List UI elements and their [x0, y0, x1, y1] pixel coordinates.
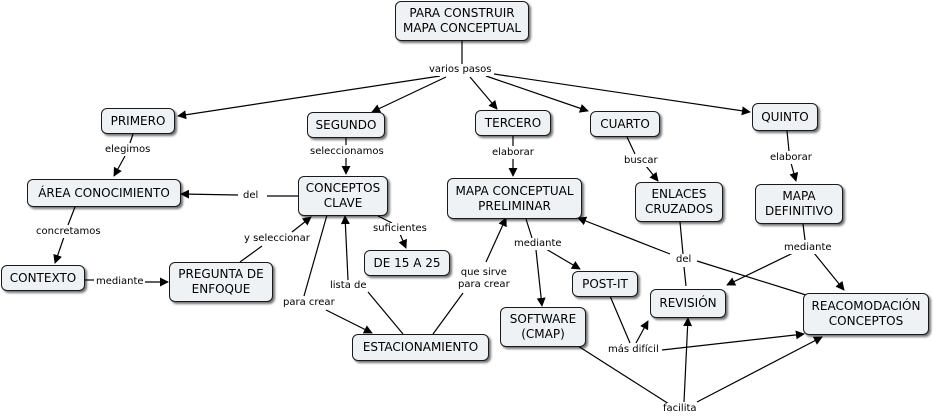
link-elaborar-quinto: elaborar	[769, 152, 813, 164]
concept-enlaces-cruzados[interactable]: ENLACES CRUZADOS	[635, 182, 723, 222]
concept-estacionamiento[interactable]: ESTACIONAMIENTO	[352, 334, 489, 361]
concept-tercero[interactable]: TERCERO	[475, 110, 551, 136]
link-concretamos: concretamos	[35, 226, 102, 238]
link-elaborar-tercero: elaborar	[491, 147, 535, 159]
link-mas-dificil: más difícil	[607, 344, 660, 356]
concept-conceptos-clave[interactable]: CONCEPTOS CLAVE	[298, 176, 388, 216]
concept-software-cmap[interactable]: SOFTWARE (CMAP)	[500, 307, 586, 347]
concept-cuarto[interactable]: CUARTO	[590, 111, 660, 137]
concept-area-conocimiento[interactable]: ÁREA CONOCIMIENTO	[27, 179, 181, 207]
link-del-enlaces: del	[675, 254, 693, 266]
link-mediante-mapa: mediante	[513, 238, 563, 250]
link-del-area: del	[242, 190, 260, 202]
concept-post-it[interactable]: POST-IT	[572, 271, 638, 297]
concept-root[interactable]: PARA CONSTRUIR MAPA CONCEPTUAL	[395, 1, 529, 41]
link-buscar: buscar	[623, 155, 659, 167]
concept-mapa-definitivo[interactable]: MAPA DEFINITIVO	[755, 184, 843, 224]
link-que-sirve-para-crear: que sirve para crear	[457, 267, 511, 291]
link-seleccionamos: seleccionamos	[309, 146, 385, 158]
link-para-crear: para crear	[282, 297, 336, 309]
concept-mapa-preliminar[interactable]: MAPA CONCEPTUAL PRELIMINAR	[447, 178, 582, 219]
link-mediante-definitivo: mediante	[783, 242, 833, 254]
concept-segundo[interactable]: SEGUNDO	[307, 112, 385, 138]
link-elegimos: elegimos	[104, 144, 152, 156]
link-lista-de: lista de	[329, 280, 368, 292]
link-facilita: facilita	[662, 403, 698, 415]
link-y-seleccionar: y seleccionar	[243, 233, 311, 245]
concept-de-15-a-25[interactable]: DE 15 A 25	[364, 250, 450, 276]
concept-pregunta-enfoque[interactable]: PREGUNTA DE ENFOQUE	[169, 262, 273, 302]
concept-primero[interactable]: PRIMERO	[101, 108, 175, 134]
link-mediante-contexto: mediante	[95, 276, 145, 288]
concept-quinto[interactable]: QUINTO	[752, 103, 818, 131]
concept-reacomodacion-conceptos[interactable]: REACOMODACIÓN CONCEPTOS	[803, 293, 929, 335]
link-suficientes: suficientes	[372, 223, 428, 235]
link-varios-pasos: varios pasos	[428, 64, 493, 76]
concept-contexto[interactable]: CONTEXTO	[1, 265, 85, 291]
concept-revision[interactable]: REVISIÓN	[650, 289, 726, 318]
